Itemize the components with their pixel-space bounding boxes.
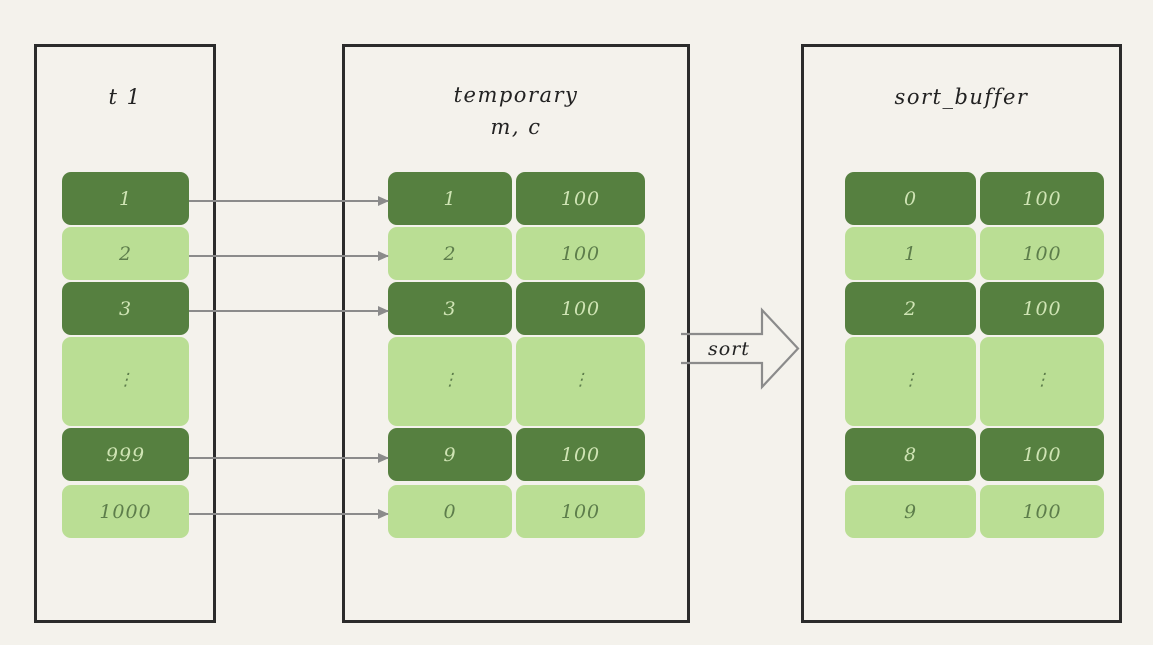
panel-temporary-title: temporary — [453, 83, 579, 107]
sort-arrow-shape — [681, 307, 800, 390]
sort-arrow-label: sort — [708, 338, 750, 360]
temporary-row-2-cell-1: 100 — [516, 282, 645, 335]
sort-buffer-row-4-cell-1: 100 — [980, 428, 1104, 481]
ellipsis-glyph: ⋮ — [1033, 370, 1051, 391]
t1-row-0-cell-0: 1 — [62, 172, 189, 225]
connector-arrow-row-1 — [189, 251, 389, 261]
panel-t1-title: t 1 — [108, 85, 142, 109]
panel-temporary-subtitle: m, c — [490, 115, 542, 139]
t1-row-4-cell-0: 999 — [62, 428, 189, 481]
panel-sort-buffer-title: sort_buffer — [894, 85, 1029, 109]
sort-buffer-row-3-cell-0: ⋮ — [845, 337, 976, 426]
temporary-row-4-cell-0: 9 — [388, 428, 512, 481]
connector-arrow-row-0 — [189, 196, 389, 206]
sort-buffer-row-2-cell-1: 100 — [980, 282, 1104, 335]
ellipsis-glyph: ⋮ — [572, 370, 589, 391]
temporary-row-3-cell-0: ⋮ — [388, 337, 512, 426]
connector-arrow-row-5 — [189, 509, 389, 519]
ellipsis-glyph: ⋮ — [902, 370, 919, 391]
sort-arrow — [680, 307, 800, 390]
sort-buffer-row-5-cell-0: 9 — [845, 485, 976, 538]
temporary-row-3-cell-1: ⋮ — [516, 337, 645, 426]
sort-buffer-row-0-cell-1: 100 — [980, 172, 1104, 225]
sort-buffer-row-2-cell-0: 2 — [845, 282, 976, 335]
temporary-row-1-cell-1: 100 — [516, 227, 645, 280]
t1-row-5-cell-0: 1000 — [62, 485, 189, 538]
temporary-row-1-cell-0: 2 — [388, 227, 512, 280]
ellipsis-glyph: ⋮ — [117, 370, 134, 391]
t1-row-2-cell-0: 3 — [62, 282, 189, 335]
sort-buffer-row-1-cell-0: 1 — [845, 227, 976, 280]
temporary-row-0-cell-1: 100 — [516, 172, 645, 225]
sort-buffer-row-3-cell-1: ⋮ — [980, 337, 1104, 426]
temporary-row-5-cell-0: 0 — [388, 485, 512, 538]
temporary-row-4-cell-1: 100 — [516, 428, 645, 481]
temporary-row-2-cell-0: 3 — [388, 282, 512, 335]
sort-buffer-row-0-cell-0: 0 — [845, 172, 976, 225]
ellipsis-glyph: ⋮ — [441, 370, 459, 391]
connector-arrow-row-4 — [189, 453, 389, 463]
temporary-row-0-cell-0: 1 — [388, 172, 512, 225]
sort-buffer-row-4-cell-0: 8 — [845, 428, 976, 481]
connector-arrow-row-2 — [189, 306, 389, 316]
t1-row-3-cell-0: ⋮ — [62, 337, 189, 426]
t1-row-1-cell-0: 2 — [62, 227, 189, 280]
sort-buffer-row-1-cell-1: 100 — [980, 227, 1104, 280]
temporary-row-5-cell-1: 100 — [516, 485, 645, 538]
sort-buffer-row-5-cell-1: 100 — [980, 485, 1104, 538]
